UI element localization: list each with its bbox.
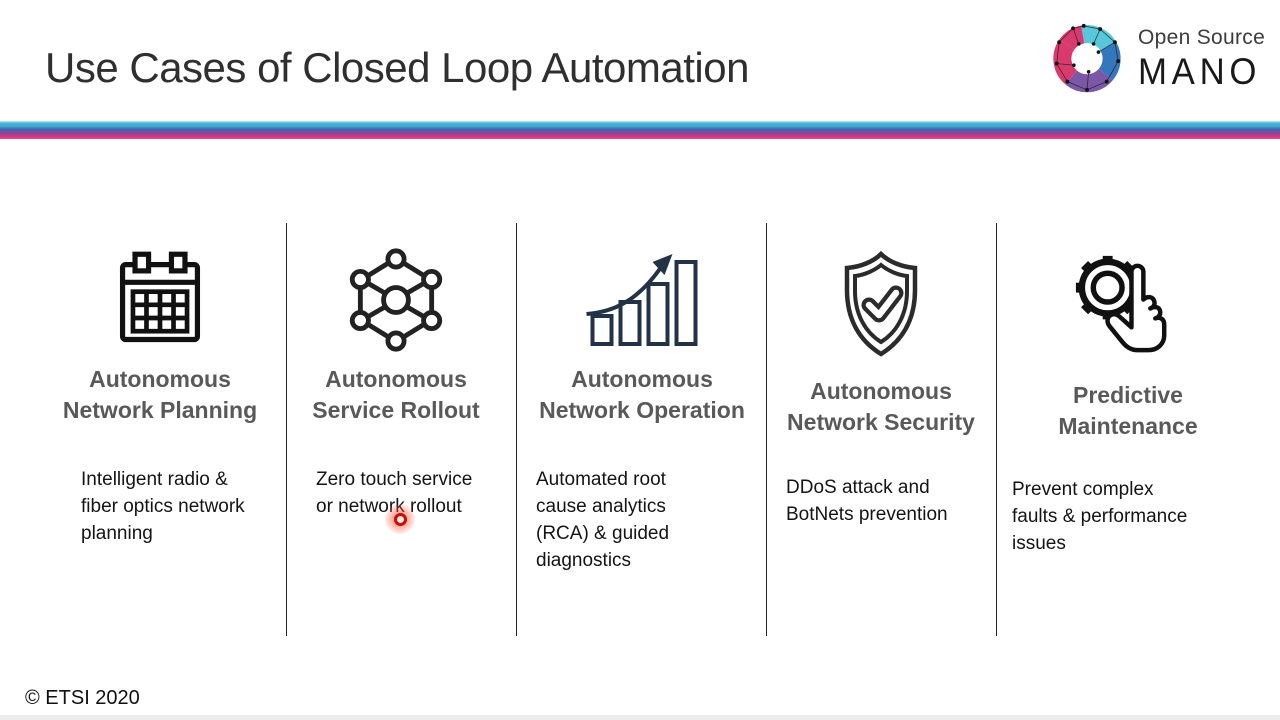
icon-box [290, 240, 502, 360]
icon-box [35, 240, 285, 360]
use-case-description: Automated root cause analytics (RCA) & g… [536, 469, 670, 572]
column-divider [766, 223, 767, 636]
osm-logo: Open Source MANO [1046, 14, 1269, 100]
column-divider [516, 223, 517, 636]
use-case-title: Autonomous Service Rollout [312, 366, 480, 423]
use-case-title: Predictive Maintenance [1058, 382, 1198, 439]
use-case-column-predictive-maintenance: Predictive Maintenance Prevent complex f… [1000, 240, 1256, 558]
growth-chart-icon [586, 254, 698, 346]
use-case-column-service-rollout: Autonomous Service Rollout Zero touch se… [290, 240, 502, 521]
bottom-edge-strip [0, 715, 1280, 720]
use-case-title: Autonomous Network Security [787, 378, 975, 435]
shield-check-icon [844, 250, 918, 357]
laser-pointer-dot [385, 504, 415, 534]
icon-box [520, 240, 764, 360]
use-case-description: DDoS attack and BotNets prevention [786, 477, 948, 526]
gear-hand-icon [1075, 255, 1167, 353]
use-case-description: Intelligent radio & fiber optics network… [81, 469, 245, 545]
osm-logo-text: Open Source MANO [1138, 26, 1269, 93]
use-case-column-network-security: Autonomous Network Security DDoS attack … [768, 240, 994, 529]
icon-box [768, 240, 994, 368]
osm-swirl-logo-icon [1053, 23, 1121, 93]
copyright-label: © ETSI 2020 [25, 687, 140, 709]
laser-pointer-ring [394, 513, 407, 526]
logo-open-source-label: Open Source [1138, 26, 1266, 49]
use-case-column-network-operation: Autonomous Network Operation Automated r… [520, 240, 764, 575]
molecule-network-icon [349, 248, 443, 352]
use-case-description: Prevent complex faults & performance iss… [1012, 479, 1188, 555]
header-accent-stripe [0, 121, 1280, 139]
page-title: Use Cases of Closed Loop Automation [45, 44, 749, 91]
use-case-title: Autonomous Network Planning [62, 366, 258, 423]
use-case-title: Autonomous Network Operation [539, 366, 745, 423]
logo-mano-label: MANO [1138, 51, 1262, 92]
use-case-column-network-planning: Autonomous Network Planning Intelligent … [35, 240, 285, 548]
column-divider [996, 223, 997, 636]
column-divider [286, 223, 287, 636]
use-case-description: Zero touch service or network rollout [316, 469, 473, 518]
calendar-icon [119, 251, 201, 343]
icon-box [1000, 240, 1256, 370]
